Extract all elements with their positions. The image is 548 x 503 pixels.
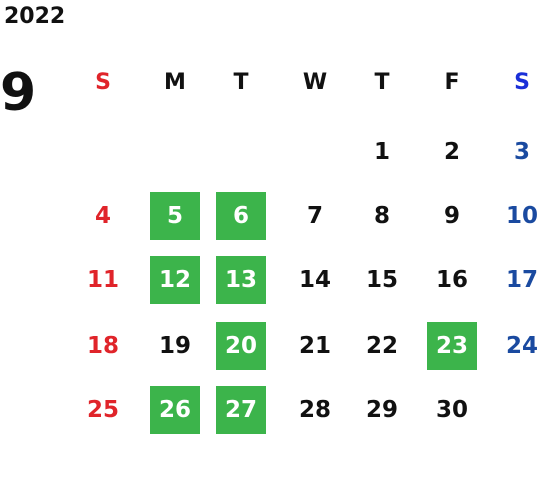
calendar-day-highlighted[interactable]: 13 — [216, 256, 266, 304]
calendar-day[interactable]: 24 — [505, 333, 538, 359]
calendar-day-highlighted[interactable]: 26 — [150, 386, 200, 434]
calendar-day-highlighted[interactable]: 5 — [150, 192, 200, 240]
calendar-day[interactable]: 10 — [505, 203, 538, 229]
calendar-day[interactable]: 25 — [86, 397, 119, 423]
calendar-day[interactable]: 14 — [298, 267, 331, 293]
weekday-label: T — [233, 70, 249, 95]
calendar-day[interactable]: 1 — [373, 139, 390, 165]
calendar-day-highlighted[interactable]: 6 — [216, 192, 266, 240]
calendar-day[interactable]: 7 — [306, 203, 323, 229]
calendar-day[interactable]: 4 — [94, 203, 111, 229]
calendar-day-highlighted[interactable]: 20 — [216, 322, 266, 370]
calendar-day[interactable]: 18 — [86, 333, 119, 359]
weekday-label: W — [302, 70, 328, 95]
calendar-day[interactable]: 8 — [373, 203, 390, 229]
weekday-label: S — [95, 70, 111, 95]
calendar-day[interactable]: 30 — [435, 397, 468, 423]
calendar-day[interactable]: 11 — [86, 267, 119, 293]
calendar-day[interactable]: 3 — [513, 139, 530, 165]
calendar-day[interactable]: 21 — [298, 333, 331, 359]
calendar-day[interactable]: 2 — [443, 139, 460, 165]
weekday-label: M — [164, 70, 186, 95]
calendar-day-highlighted[interactable]: 27 — [216, 386, 266, 434]
calendar-day[interactable]: 15 — [365, 267, 398, 293]
year-label: 2022 — [4, 4, 66, 29]
weekday-label: S — [514, 70, 530, 95]
calendar-day-highlighted[interactable]: 23 — [427, 322, 477, 370]
weekday-label: F — [444, 70, 460, 95]
calendar-day[interactable]: 28 — [298, 397, 331, 423]
month-number: 9 — [0, 63, 37, 123]
calendar-day[interactable]: 22 — [365, 333, 398, 359]
calendar-day[interactable]: 29 — [365, 397, 398, 423]
calendar-day[interactable]: 19 — [158, 333, 191, 359]
calendar-day[interactable]: 16 — [435, 267, 468, 293]
calendar-day[interactable]: 9 — [443, 203, 460, 229]
weekday-label: T — [374, 70, 390, 95]
calendar-day[interactable]: 17 — [505, 267, 538, 293]
calendar-day-highlighted[interactable]: 12 — [150, 256, 200, 304]
